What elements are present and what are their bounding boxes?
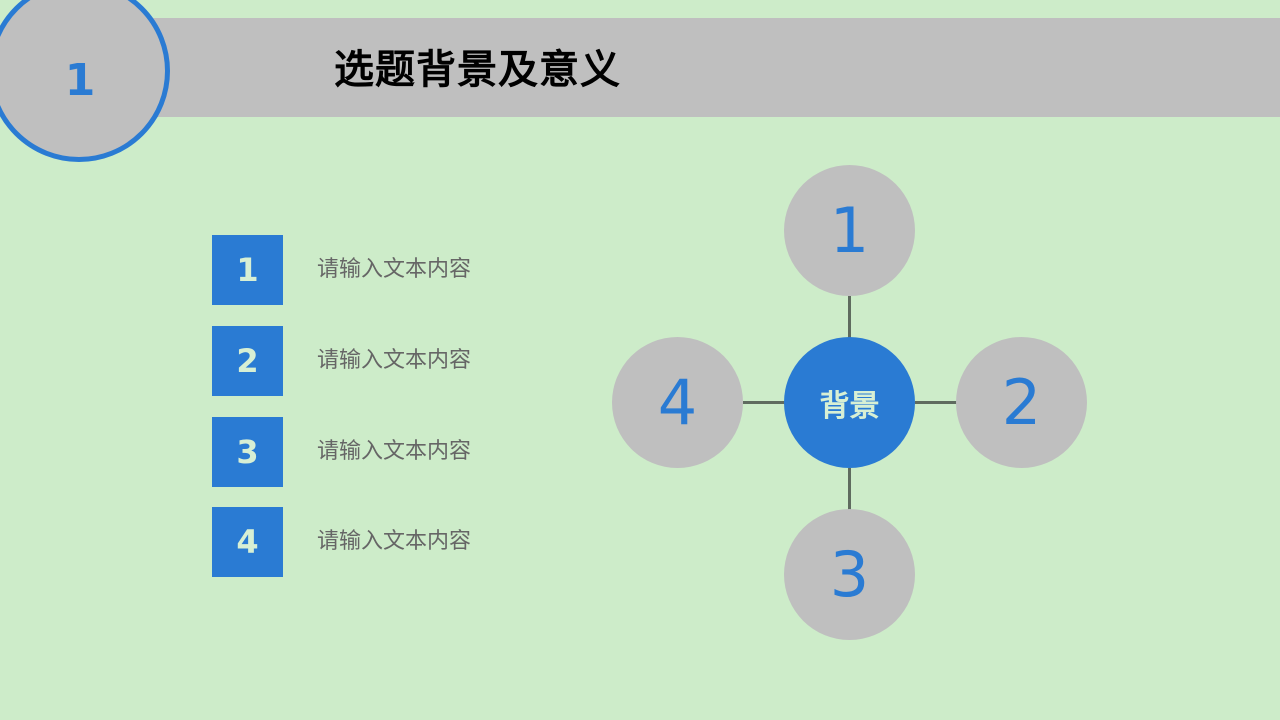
- section-number: 1: [64, 54, 96, 106]
- list-item-text[interactable]: 请输入文本内容: [317, 348, 472, 373]
- list-item: 3 请输入文本内容: [212, 417, 612, 488]
- connector-bottom: [848, 468, 851, 510]
- diagram-center-node[interactable]: 背景: [784, 337, 915, 468]
- diagram-node-top[interactable]: 1: [784, 165, 915, 296]
- list-item-text[interactable]: 请输入文本内容: [317, 257, 472, 282]
- diagram-node-left[interactable]: 4: [612, 337, 743, 468]
- header-bar: [140, 18, 1280, 117]
- list-item-number: 2: [212, 326, 283, 396]
- list-item: 2 请输入文本内容: [212, 326, 612, 397]
- diagram-node-right[interactable]: 2: [956, 337, 1087, 468]
- section-number-badge: 1: [0, 0, 170, 162]
- diagram-node-bottom[interactable]: 3: [784, 509, 915, 640]
- list-item: 1 请输入文本内容: [212, 235, 612, 306]
- connector-right: [915, 401, 957, 404]
- list-item-text[interactable]: 请输入文本内容: [317, 439, 472, 464]
- connector-left: [743, 401, 785, 404]
- list-item-number: 3: [212, 417, 283, 487]
- list-item-number: 4: [212, 507, 283, 577]
- list-item-text[interactable]: 请输入文本内容: [317, 529, 472, 554]
- list-item-number: 1: [212, 235, 283, 305]
- page-title: 选题背景及意义: [334, 47, 621, 93]
- list-item: 4 请输入文本内容: [212, 507, 612, 578]
- connector-top: [848, 296, 851, 338]
